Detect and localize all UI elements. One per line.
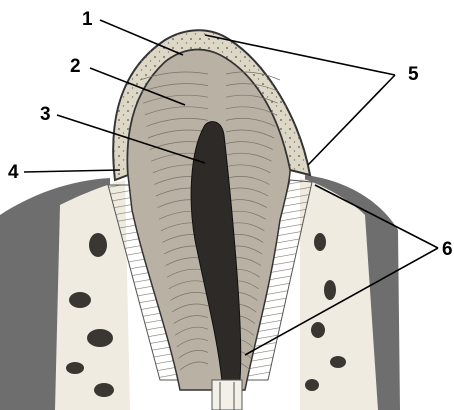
root-apex <box>212 380 242 410</box>
leader-line-5b <box>308 75 395 165</box>
label-3-text: 3 <box>40 104 51 125</box>
label-5-text: 5 <box>408 64 419 85</box>
leader-line-4 <box>24 170 120 172</box>
label-4-text: 4 <box>8 162 19 183</box>
label-6-text: 6 <box>442 239 453 260</box>
label-1-text: 1 <box>82 9 93 30</box>
label-1: 1 <box>82 9 183 55</box>
label-2-text: 2 <box>70 56 81 77</box>
